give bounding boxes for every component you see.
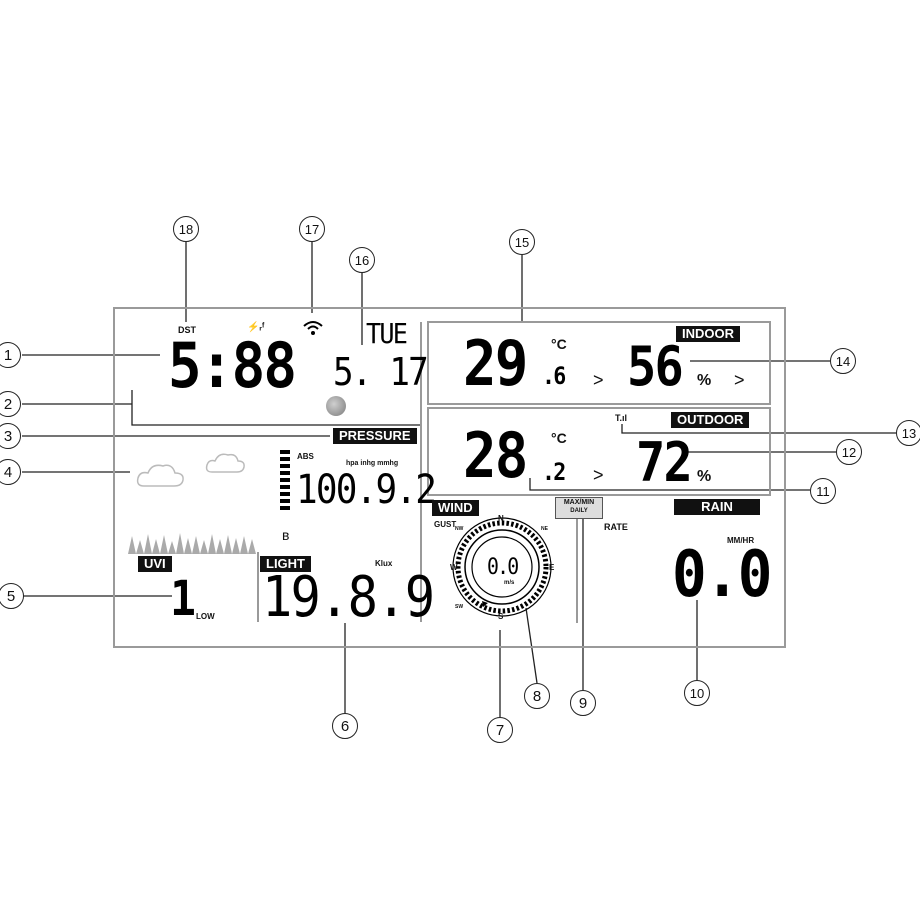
weekday-display: TUE xyxy=(366,317,408,350)
callout-1: 1 xyxy=(0,342,21,368)
callout-14: 14 xyxy=(830,348,856,374)
indoor-temp-int: 29 xyxy=(463,327,528,400)
daily-label: DAILY xyxy=(570,508,588,514)
indoor-label: INDOOR xyxy=(676,326,740,342)
moon-phase-icon xyxy=(326,396,346,416)
gust-label: GUST xyxy=(434,520,457,529)
callout-13: 13 xyxy=(896,420,920,446)
rain-unit: MM/HR xyxy=(727,536,755,545)
grass-graphic xyxy=(128,530,258,559)
light-unit: Klux xyxy=(375,559,393,568)
indoor-humidity-unit: % xyxy=(697,372,712,389)
compass-n: N xyxy=(498,514,504,523)
compass-ne: NE xyxy=(541,526,548,532)
callout-2: 2 xyxy=(0,391,21,417)
display-frame xyxy=(113,307,786,648)
callout-4: 4 xyxy=(0,459,21,485)
compass-s: S xyxy=(498,612,504,621)
indoor-temp-dec: .6 xyxy=(542,362,566,390)
callout-16: 16 xyxy=(349,247,375,273)
compass-sw: SW xyxy=(455,604,464,610)
light-label: LIGHT xyxy=(260,556,311,572)
indoor-humidity: 56 xyxy=(627,335,684,398)
wifi-icon xyxy=(302,318,324,341)
divider-vertical-left xyxy=(420,322,422,622)
callout-7: 7 xyxy=(487,717,513,743)
date-display: 5. 17 xyxy=(333,350,429,394)
uvi-level: LOW xyxy=(196,612,215,621)
bluetooth-icon: ʙ xyxy=(282,527,290,543)
wind-speed-unit: m/s xyxy=(504,580,515,586)
light-value: 19.8.9 xyxy=(262,565,435,630)
outdoor-humidity-unit: % xyxy=(697,468,712,485)
wind-label: WIND xyxy=(432,500,479,516)
maxmin-label: MAX/MIN xyxy=(563,499,595,506)
wind-speed-value: 0.0 xyxy=(487,555,519,580)
radio-signal-icon: ⚡ᵣᶠ xyxy=(247,322,265,333)
abs-label: ABS xyxy=(297,452,314,461)
indoor-temp-arrow: > xyxy=(593,370,604,390)
rain-label: RAIN xyxy=(674,499,760,515)
callout-5: 5 xyxy=(0,583,24,609)
signal-strength-icon: T.ıl xyxy=(615,413,628,423)
indoor-temp-unit: °C xyxy=(551,336,567,352)
callout-17: 17 xyxy=(299,216,325,242)
callout-12: 12 xyxy=(836,439,862,465)
outdoor-temp-arrow: > xyxy=(593,465,604,485)
indoor-panel xyxy=(427,321,771,405)
outdoor-label: OUTDOOR xyxy=(671,412,750,428)
compass-e: E xyxy=(549,563,555,572)
outdoor-temp-dec: .2 xyxy=(542,458,566,486)
outdoor-temp-unit: °C xyxy=(551,430,567,446)
outdoor-temp-int: 28 xyxy=(463,419,528,492)
callout-18: 18 xyxy=(173,216,199,242)
wind-compass xyxy=(450,515,554,624)
pressure-units: hpa inhg mmhg xyxy=(346,460,399,467)
clock-display: 5:88 xyxy=(168,329,297,402)
callout-11: 11 xyxy=(810,478,836,504)
indoor-humidity-arrow: > xyxy=(734,370,745,390)
callout-10: 10 xyxy=(684,680,710,706)
cloud-icon-small xyxy=(205,450,247,481)
pressure-value: 100.9.2 xyxy=(296,467,437,513)
dst-label: DST xyxy=(178,325,196,335)
compass-w: W xyxy=(450,563,458,572)
compass-nw: NW xyxy=(455,526,464,532)
outdoor-humidity: 72 xyxy=(636,431,693,494)
maxmin-daily-box: MAX/MIN DAILY xyxy=(555,497,603,519)
outdoor-panel xyxy=(427,407,771,496)
callout-15: 15 xyxy=(509,229,535,255)
rain-value: 0.0 xyxy=(672,538,772,612)
cloud-icon xyxy=(136,460,186,495)
pressure-label: PRESSURE xyxy=(333,428,417,444)
uvi-label: UVI xyxy=(138,556,172,572)
uvi-value: 1 xyxy=(170,571,196,627)
callout-6: 6 xyxy=(332,713,358,739)
divider-wind xyxy=(576,497,578,623)
callout-9: 9 xyxy=(570,690,596,716)
divider-light xyxy=(257,552,259,622)
callout-8: 8 xyxy=(524,683,550,709)
rate-label: RATE xyxy=(604,522,628,532)
callout-3: 3 xyxy=(0,423,21,449)
pressure-history-bars xyxy=(280,450,290,513)
